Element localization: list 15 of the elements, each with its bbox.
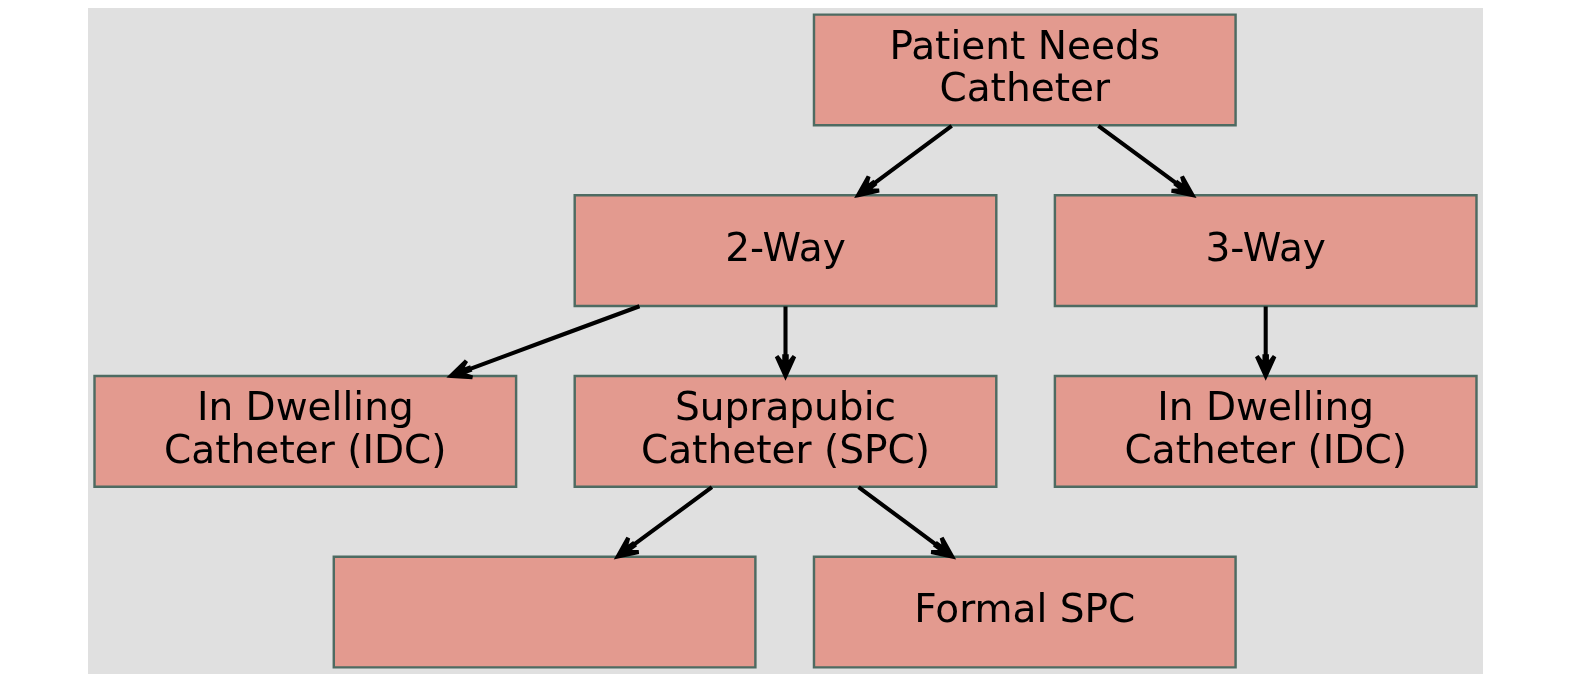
arrow (856, 124, 953, 198)
node-box: 3-Way (1053, 194, 1478, 308)
node-box: In Dwelling Catheter (IDC) (1053, 374, 1478, 488)
node-box: Patient Needs Catheter (812, 13, 1237, 127)
arrow (857, 485, 955, 559)
node-box (332, 555, 757, 669)
node-box: In Dwelling Catheter (IDC) (93, 374, 518, 488)
node-box: Suprapubic Catheter (SPC) (573, 374, 998, 488)
node-box: Formal SPC (812, 555, 1237, 669)
arrow (1254, 306, 1277, 378)
arrow (1097, 124, 1195, 198)
arrow (449, 304, 641, 380)
arrow (774, 306, 797, 378)
arrow (615, 485, 714, 559)
node-box: 2-Way (573, 194, 998, 308)
